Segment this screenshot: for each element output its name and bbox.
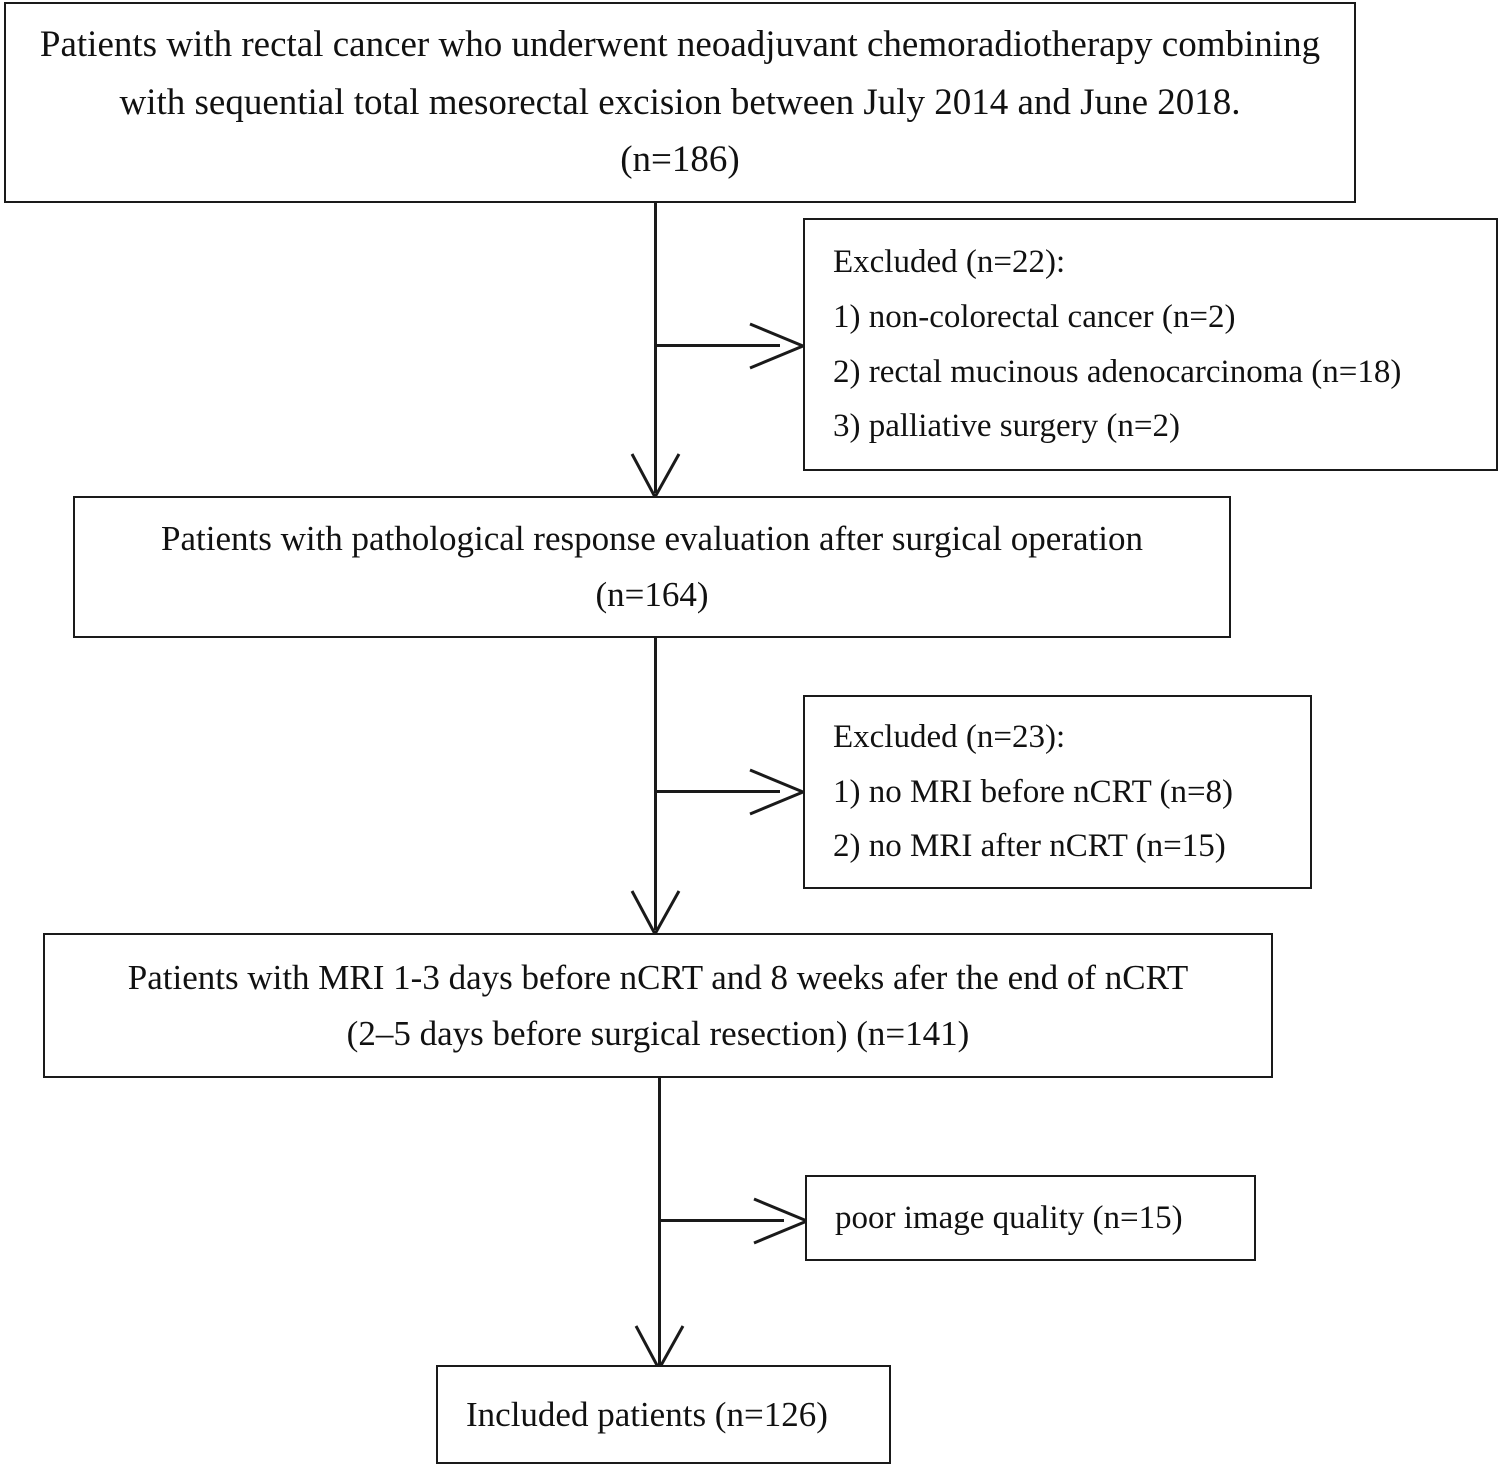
pathological-line-1: Patients with pathological response eval… bbox=[161, 519, 1143, 558]
node-included-patients: Included patients (n=126) bbox=[436, 1365, 891, 1464]
node-excluded-second: Excluded (n=23): 1) no MRI before nCRT (… bbox=[803, 695, 1312, 889]
node-enrolled-count: (n=186) bbox=[620, 139, 740, 181]
connector-branch-1 bbox=[654, 344, 780, 347]
arrowhead-right-1 bbox=[749, 322, 807, 370]
node-enrolled-line-2: with sequential total mesorectal excisio… bbox=[119, 81, 1241, 123]
connector-branch-2 bbox=[654, 790, 780, 793]
node-mri-cohort: Patients with MRI 1-3 days before nCRT a… bbox=[43, 933, 1273, 1078]
node-enrolled-line-1: Patients with rectal cancer who underwen… bbox=[39, 24, 1321, 66]
arrowhead-down-2 bbox=[630, 890, 681, 938]
excluded-second-header: Excluded (n=23): bbox=[833, 718, 1066, 755]
poor-image-label: poor image quality (n=15) bbox=[835, 1199, 1183, 1236]
excluded-first-header: Excluded (n=22): bbox=[833, 243, 1066, 280]
excluded-first-item-2: 2) rectal mucinous adenocarcinoma (n=18) bbox=[833, 353, 1402, 390]
arrowhead-right-3 bbox=[753, 1197, 811, 1245]
excluded-first-item-1: 1) non-colorectal cancer (n=2) bbox=[833, 298, 1236, 335]
connector-vertical-1 bbox=[654, 203, 657, 493]
node-pathological-response: Patients with pathological response eval… bbox=[73, 496, 1231, 638]
pathological-count: (n=164) bbox=[595, 575, 709, 614]
arrowhead-right-2 bbox=[749, 768, 807, 816]
connector-vertical-3 bbox=[658, 1078, 661, 1368]
included-patients-label: Included patients (n=126) bbox=[466, 1394, 828, 1434]
mri-line-1: Patients with MRI 1-3 days before nCRT a… bbox=[127, 957, 1189, 997]
connector-branch-3 bbox=[658, 1219, 784, 1222]
excluded-first-item-3: 3) palliative surgery (n=2) bbox=[833, 408, 1180, 445]
connector-vertical-2 bbox=[654, 638, 657, 930]
excluded-second-item-1: 1) no MRI before nCRT (n=8) bbox=[833, 773, 1234, 810]
node-enrolled-patients: Patients with rectal cancer who underwen… bbox=[4, 2, 1356, 203]
arrowhead-down-1 bbox=[630, 453, 681, 501]
excluded-second-item-2: 2) no MRI after nCRT (n=15) bbox=[833, 828, 1226, 865]
mri-line-2: (2–5 days before surgical resection) (n=… bbox=[346, 1013, 970, 1053]
node-excluded-first: Excluded (n=22): 1) non-colorectal cance… bbox=[803, 218, 1498, 471]
node-poor-image-quality: poor image quality (n=15) bbox=[805, 1175, 1256, 1261]
